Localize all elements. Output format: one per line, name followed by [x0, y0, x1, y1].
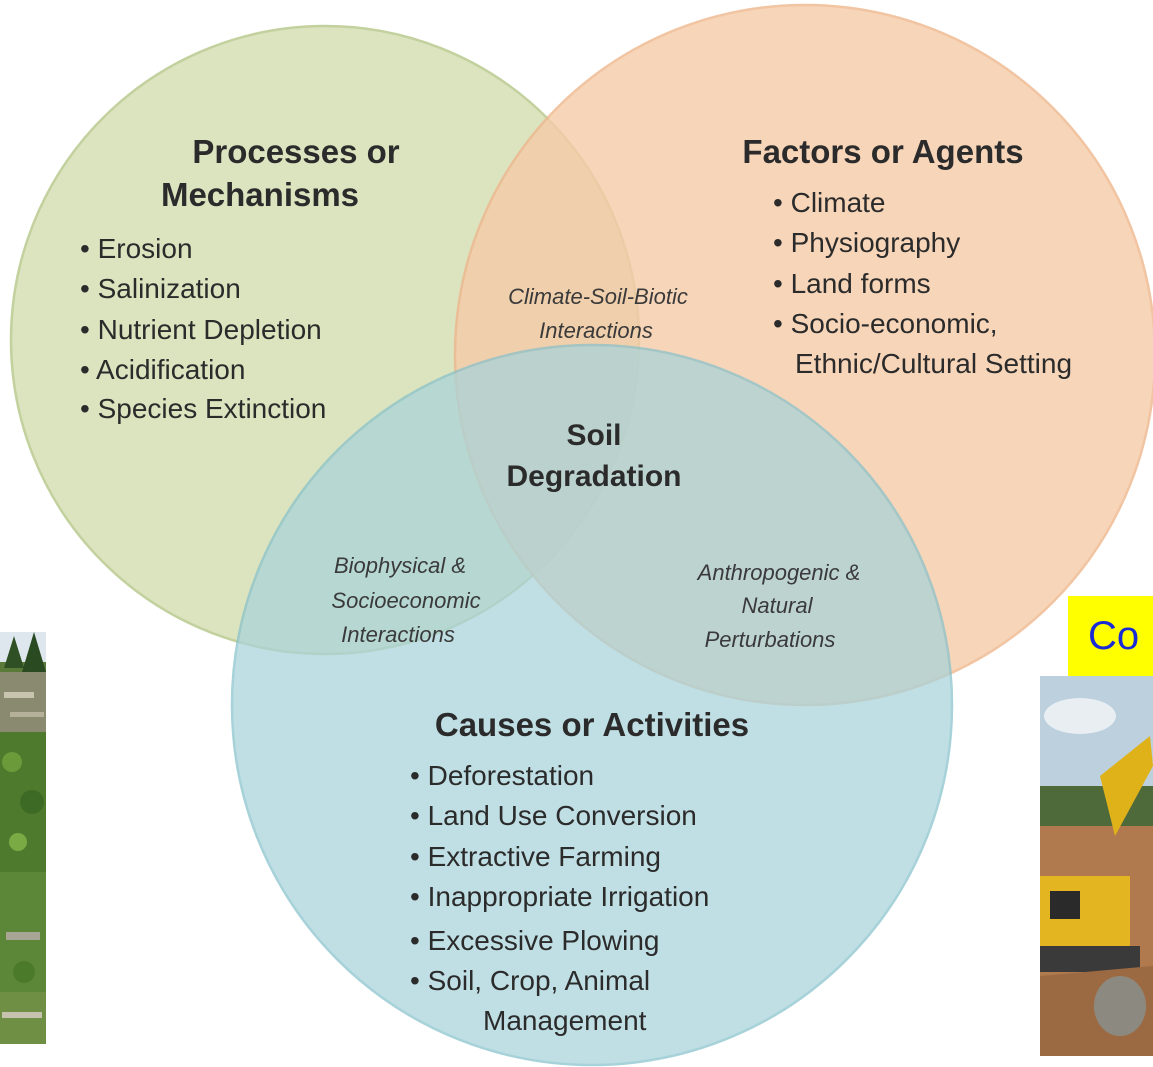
factors-group: Factors or Agents • Climate • Physiograp…: [742, 133, 1072, 379]
causes-title: Causes or Activities: [435, 706, 749, 743]
processes-item: • Salinization: [80, 273, 241, 304]
truncated-yellow-label: Co: [1068, 596, 1153, 676]
center-label-line2: Degradation: [506, 460, 681, 493]
factors-item: • Socio-economic,: [773, 308, 998, 339]
overlap-label: Perturbations: [705, 627, 836, 652]
factors-title: Factors or Agents: [742, 133, 1023, 170]
overlap-label: Anthropogenic &: [696, 560, 861, 585]
factors-causes-overlap: Anthropogenic & Natural Perturbations: [696, 560, 861, 652]
causes-circle: [230, 343, 954, 1067]
processes-item: • Species Extinction: [80, 393, 326, 424]
center-label-line1: Soil: [566, 419, 621, 452]
causes-item-continued: Management: [483, 1005, 647, 1036]
overlap-label: Climate-Soil-Biotic: [508, 284, 688, 309]
processes-group: Processes or Mechanisms • Erosion • Sali…: [80, 133, 400, 424]
factors-item: • Physiography: [773, 227, 960, 258]
factors-item: • Land forms: [773, 268, 931, 299]
right-photo-excavator: [1040, 676, 1153, 1056]
processes-factors-overlap: Climate-Soil-Biotic Interactions: [508, 284, 688, 343]
left-photo-forest: [0, 632, 46, 1044]
overlap-label: Interactions: [539, 318, 653, 343]
factors-item: • Climate: [773, 187, 886, 218]
processes-title-line2: Mechanisms: [161, 176, 359, 213]
causes-group: Causes or Activities • Deforestation • L…: [410, 706, 749, 1036]
causes-item: • Soil, Crop, Animal: [410, 965, 650, 996]
center-label: Soil Degradation: [506, 419, 681, 493]
overlap-label: Natural: [742, 593, 814, 618]
causes-item: • Extractive Farming: [410, 841, 661, 872]
processes-title-line1: Processes or: [192, 133, 399, 170]
causes-item: • Excessive Plowing: [410, 925, 659, 956]
processes-item: • Erosion: [80, 233, 193, 264]
processes-item: • Nutrient Depletion: [80, 314, 322, 345]
overlap-label: Socioeconomic: [331, 588, 480, 613]
causes-item: • Inappropriate Irrigation: [410, 881, 709, 912]
overlap-label: Biophysical &: [334, 553, 466, 578]
processes-item: • Acidification: [80, 354, 245, 385]
causes-item: • Land Use Conversion: [410, 800, 697, 831]
factors-item-continued: Ethnic/Cultural Setting: [795, 348, 1072, 379]
causes-item: • Deforestation: [410, 760, 594, 791]
overlap-label: Interactions: [341, 622, 455, 647]
processes-causes-overlap: Biophysical & Socioeconomic Interactions: [331, 553, 480, 647]
